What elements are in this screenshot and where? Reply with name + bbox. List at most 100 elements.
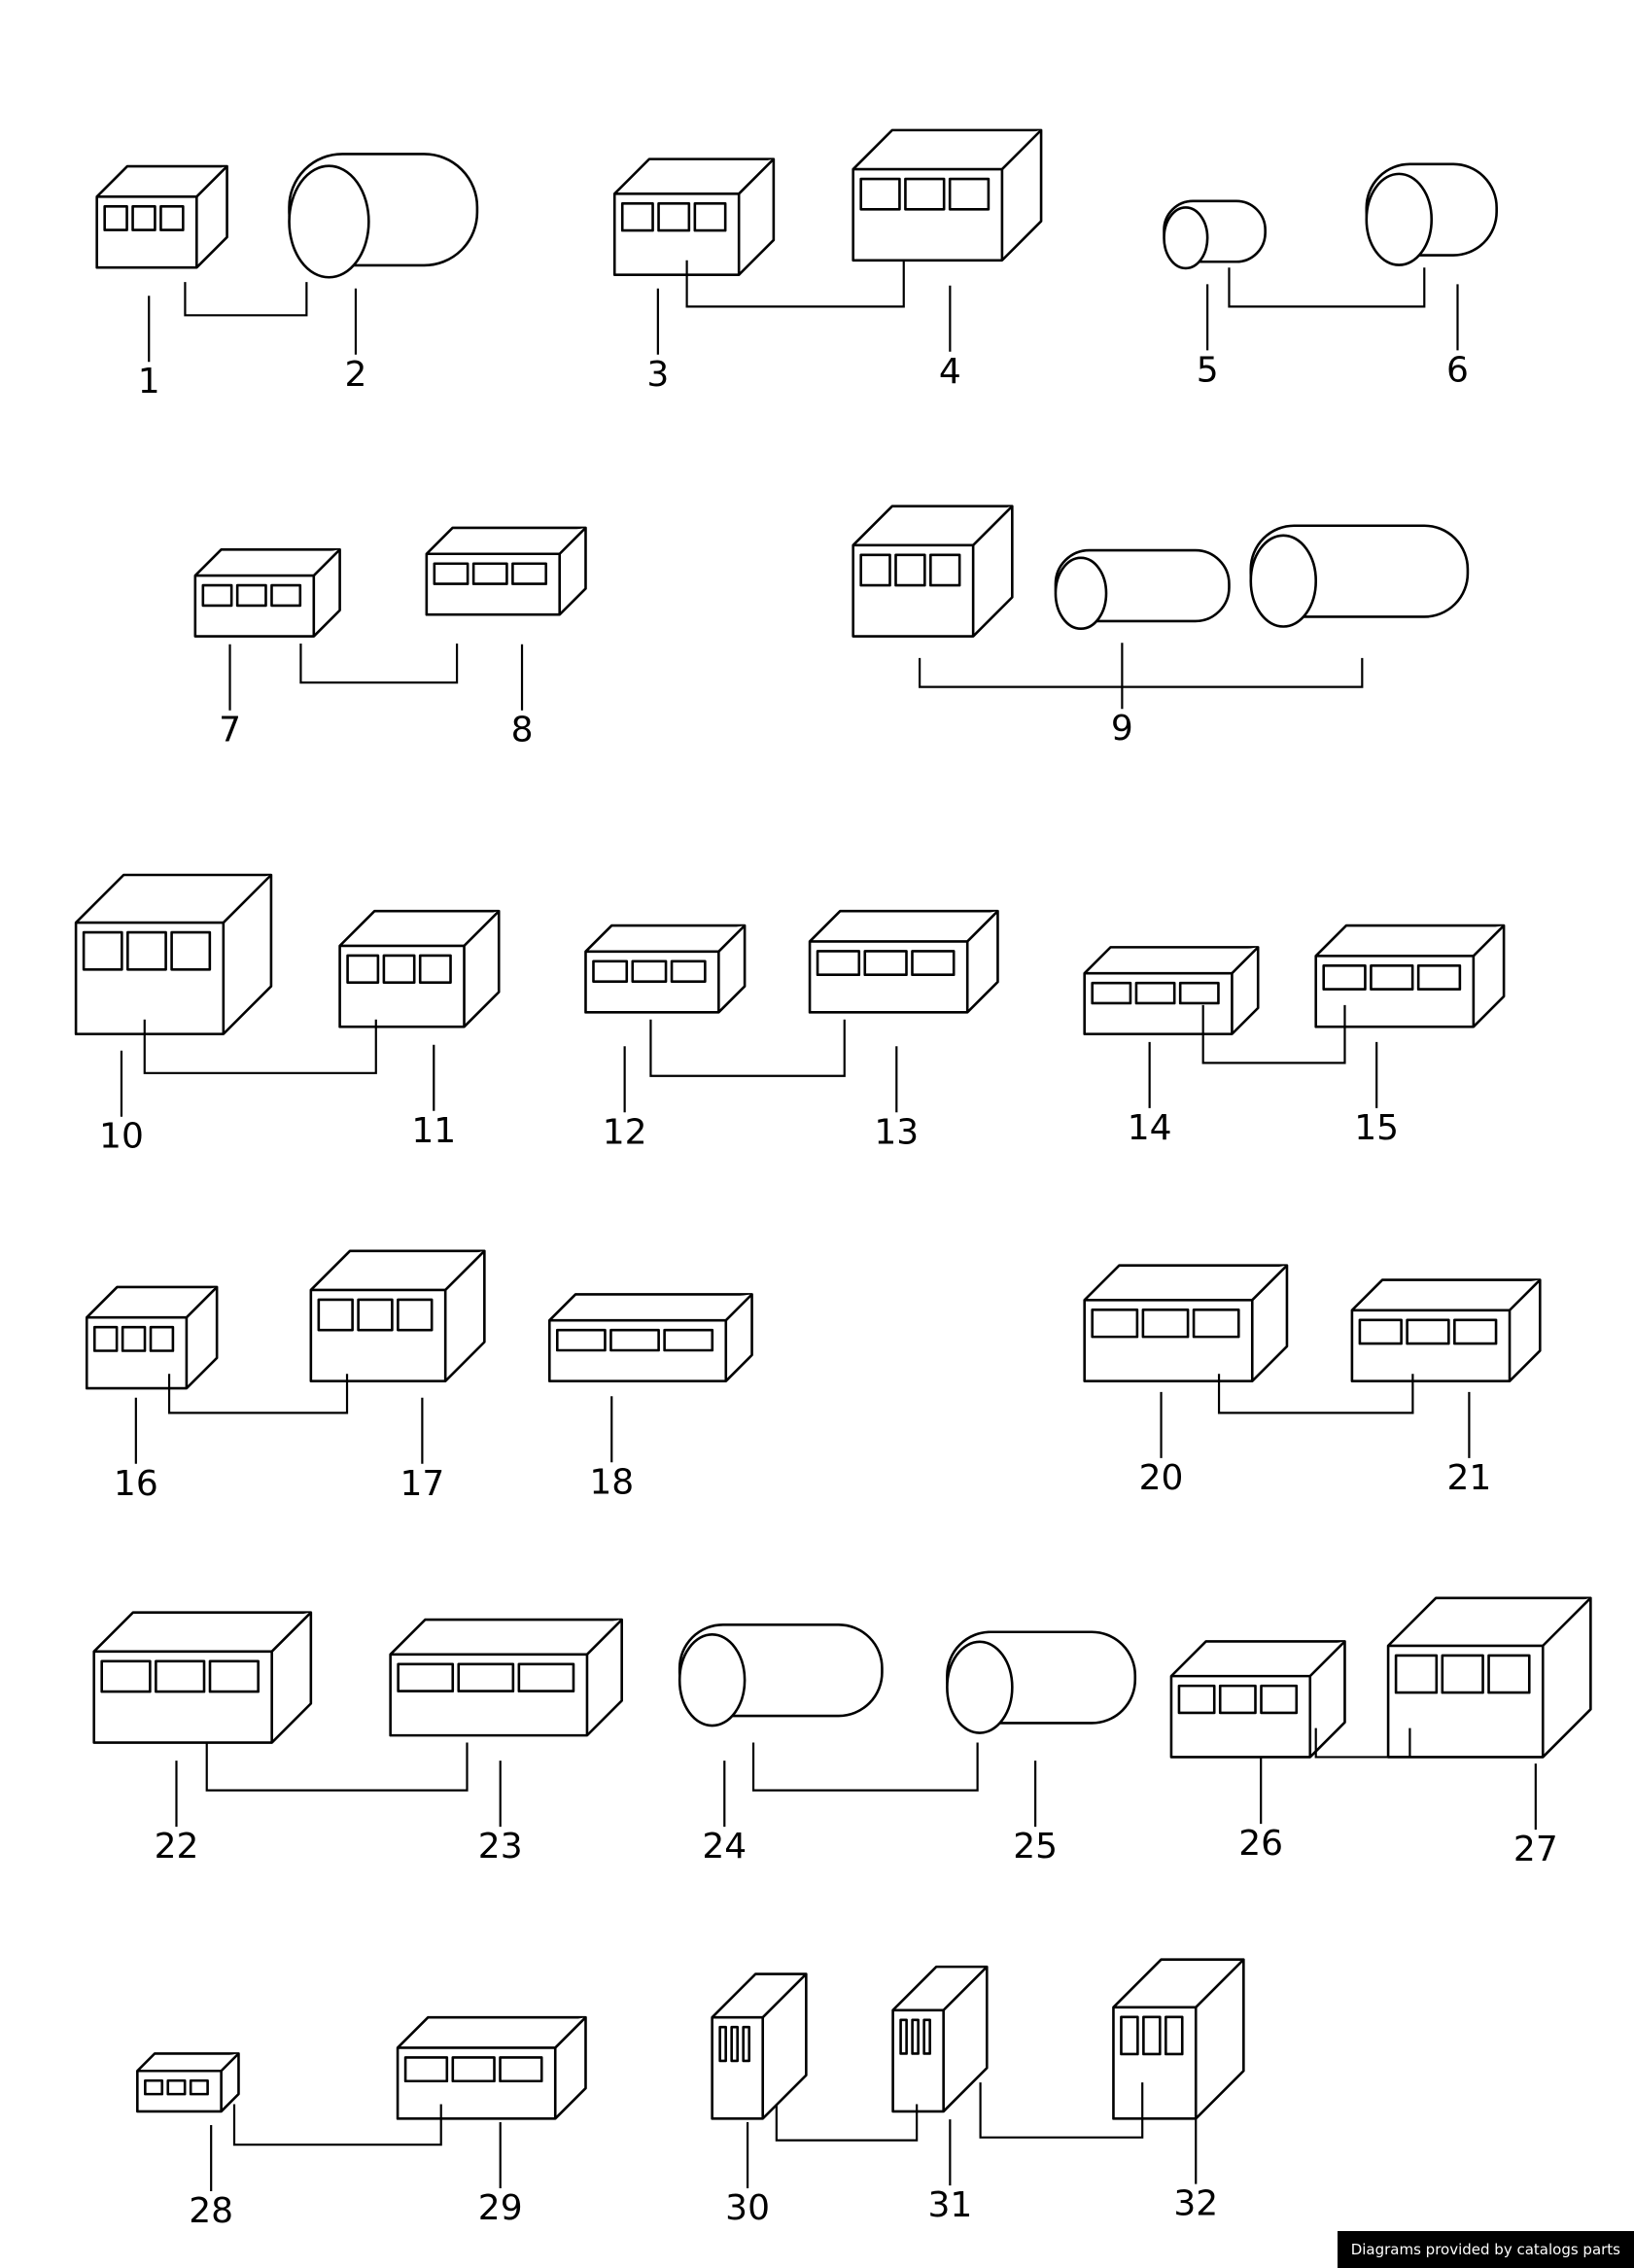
pin-cavity — [92, 1325, 119, 1352]
mating-bracket — [299, 643, 459, 684]
connector-face — [1365, 172, 1434, 266]
pin-cavity — [1192, 1308, 1240, 1339]
pin-cavity — [1091, 1308, 1139, 1339]
pin-cavity — [189, 2078, 209, 2096]
pin-cavity — [1394, 1654, 1439, 1694]
pin-cavity — [433, 562, 469, 585]
mating-bracket — [205, 1742, 469, 1792]
part-number-label: 28 — [189, 2191, 233, 2231]
mating-bracket — [979, 2082, 1144, 2139]
pin-cavity — [149, 1325, 175, 1352]
part-number-label: 23 — [478, 1827, 523, 1867]
mating-bracket — [1228, 267, 1426, 308]
pin-cavity — [620, 202, 654, 232]
part-number-label: 4 — [939, 352, 961, 392]
pin-cavity — [555, 1328, 607, 1352]
mating-bracket — [751, 1742, 979, 1792]
part-number-label: 14 — [1128, 1108, 1172, 1148]
pin-cavity — [1134, 981, 1176, 1005]
pin-cavity — [517, 1662, 575, 1692]
part-number-label: 16 — [114, 1464, 158, 1504]
mating-bracket — [649, 1019, 846, 1077]
pin-cavity — [1487, 1654, 1531, 1694]
pin-cavity — [948, 177, 991, 211]
pin-cavity — [82, 930, 123, 971]
mating-bracket — [143, 1019, 377, 1074]
pin-cavity — [1358, 1318, 1403, 1345]
part-number-label: 3 — [646, 355, 669, 395]
pin-cavity — [1178, 981, 1220, 1005]
pin-cavity — [663, 1328, 714, 1352]
connector-face — [1054, 556, 1108, 631]
pin-cavity — [922, 2018, 931, 2055]
pin-cavity — [126, 930, 167, 971]
pin-cavity — [863, 950, 908, 977]
part-number-label: 2 — [344, 355, 366, 395]
pin-cavity — [382, 954, 416, 984]
pin-cavity — [670, 960, 707, 983]
pin-cavity — [144, 2078, 164, 2096]
part-number-label: 8 — [511, 711, 534, 750]
pin-cavity — [592, 960, 629, 983]
pin-cavity — [1142, 2015, 1162, 2056]
part-number-label: 17 — [400, 1464, 444, 1504]
part-number-label: 26 — [1238, 1824, 1283, 1864]
part-number-label: 20 — [1139, 1458, 1184, 1498]
pin-cavity — [929, 553, 961, 587]
pin-cavity — [471, 562, 508, 585]
pin-cavity — [159, 205, 185, 231]
part-number-label: 31 — [927, 2185, 972, 2225]
part-number-label: 29 — [478, 2188, 523, 2228]
pin-cavity — [1370, 964, 1414, 991]
pin-cavity — [1177, 1684, 1216, 1715]
pin-cavity — [511, 562, 548, 585]
pin-cavity — [816, 950, 861, 977]
pin-cavity — [859, 177, 901, 211]
pin-cavity — [397, 1298, 434, 1332]
mating-bracket — [184, 282, 308, 317]
pin-cavity — [1441, 1654, 1484, 1694]
pin-cavity — [103, 205, 128, 231]
mating-bracket — [1201, 1004, 1346, 1064]
connector-face — [1163, 206, 1209, 270]
pin-cavity — [235, 583, 267, 608]
mating-bracket — [1314, 1727, 1411, 1759]
connector-face — [946, 1640, 1014, 1734]
part-number-label: 27 — [1513, 1830, 1558, 1869]
pin-cavity — [270, 583, 302, 608]
connector-face — [678, 1633, 747, 1727]
part-number-label: 7 — [219, 711, 241, 750]
pin-cavity — [131, 205, 156, 231]
part-number-label: 5 — [1197, 350, 1219, 390]
pin-cavity — [1260, 1684, 1299, 1715]
pin-cavity — [121, 1325, 147, 1352]
pin-cavity — [904, 177, 946, 211]
pin-cavity — [894, 553, 926, 587]
pin-cavity — [1406, 1318, 1450, 1345]
pin-cavity — [397, 1662, 455, 1692]
mating-bracket — [685, 260, 905, 308]
mating-bracket — [232, 2104, 442, 2146]
pin-cavity — [899, 2018, 908, 2055]
part-number-label: 13 — [874, 1112, 919, 1152]
part-number-label: 15 — [1354, 1108, 1399, 1148]
pin-cavity — [499, 2056, 543, 2083]
pin-cavity — [631, 960, 668, 983]
mating-bracket — [919, 657, 1364, 688]
part-number-label: 21 — [1446, 1458, 1491, 1498]
pin-cavity — [911, 950, 956, 977]
part-number-label: 10 — [99, 1117, 144, 1157]
pin-cavity — [1416, 964, 1462, 991]
pin-cavity — [1165, 2015, 1184, 2056]
pin-cavity — [1218, 1684, 1257, 1715]
pin-cavity — [100, 1659, 152, 1693]
pin-cavity — [208, 1659, 260, 1693]
pin-cavity — [911, 2018, 920, 2055]
part-number-label: 24 — [702, 1827, 747, 1867]
pin-cavity — [346, 954, 380, 984]
part-number-label: 1 — [138, 362, 160, 401]
pin-cavity — [742, 2025, 751, 2063]
pin-cavity — [418, 954, 452, 984]
pin-cavity — [457, 1662, 515, 1692]
